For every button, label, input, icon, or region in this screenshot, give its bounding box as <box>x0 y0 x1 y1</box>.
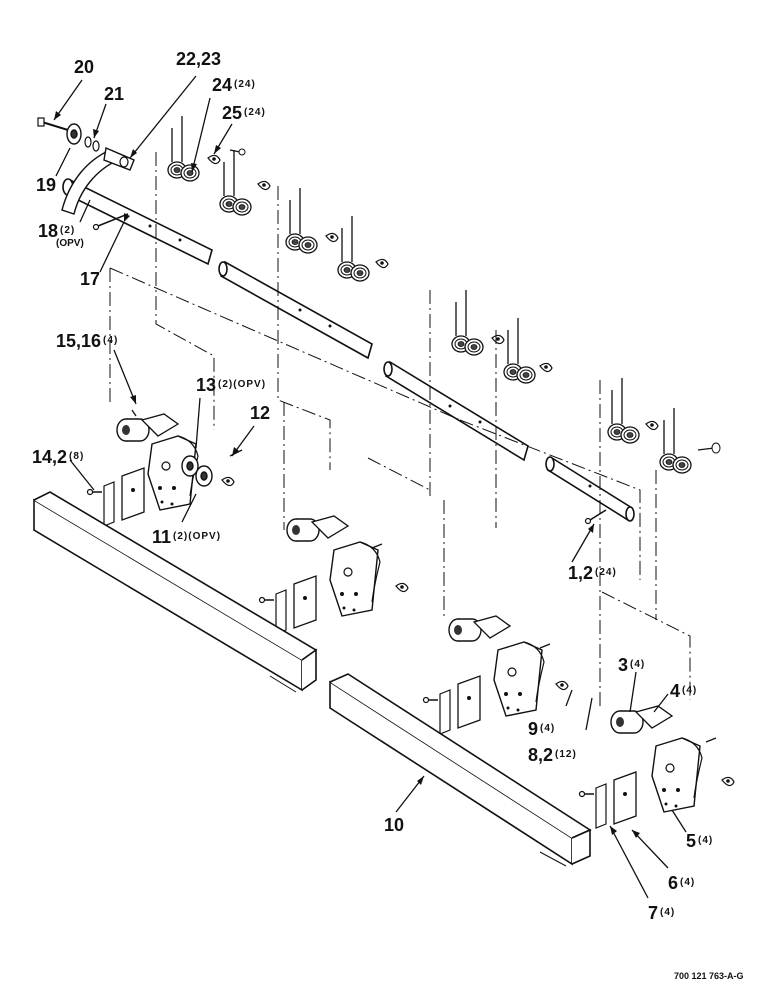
callout-19: 19 <box>36 175 57 195</box>
bolt-1-2 <box>584 509 607 525</box>
bracket-assembly-3 <box>422 615 569 735</box>
callout-10: 10 <box>384 815 405 835</box>
alignment-lines <box>109 152 691 710</box>
callout-13: 13(2)(OPV) <box>196 375 267 395</box>
callout-18: 18(2)(OPV) <box>38 221 84 249</box>
callout-4: 4(4) <box>670 681 698 701</box>
bracket-assembly-4 <box>578 705 735 829</box>
callout-12: 12 <box>250 403 271 423</box>
callout-14-2: 14,2(8) <box>32 447 85 467</box>
callout-22-23: 22,23 <box>176 49 222 69</box>
callout-8-2: 8,2(12) <box>528 745 577 765</box>
bolt-18 <box>92 213 129 231</box>
callout-21: 21 <box>104 84 125 104</box>
callout-15-16: 15,16(4) <box>56 331 119 351</box>
channel-beam-left <box>33 491 318 693</box>
bracket-assembly-1 <box>86 409 243 527</box>
callout-25: 25(24) <box>222 103 266 123</box>
callout-24: 24(24) <box>212 75 256 95</box>
spring-group-4 <box>607 377 721 474</box>
callout-17: 17 <box>80 269 101 289</box>
spring-group-3 <box>451 289 553 384</box>
callout-5: 5(4) <box>686 831 714 851</box>
spring-group-1 <box>167 115 271 216</box>
shaft-17 <box>62 178 635 522</box>
callout-20: 20 <box>74 57 95 77</box>
drawing-code: 700 121 763-A-G <box>674 971 744 981</box>
callout-7: 7(4) <box>648 903 676 923</box>
bearing-19 <box>66 123 82 145</box>
shaft-holes <box>148 224 592 488</box>
channel-beam-right <box>329 673 592 867</box>
callout-3: 3(4) <box>618 655 646 675</box>
spring-group-2 <box>285 187 389 282</box>
leader-arrowheads <box>54 111 640 838</box>
callout-1-2: 1,2(24) <box>568 563 617 583</box>
nut-22-23 <box>119 156 129 168</box>
bracket-assembly-2 <box>258 515 409 635</box>
bolt-20 <box>37 117 69 131</box>
washers-21 <box>84 136 100 152</box>
callout-11: 11(2)(OPV) <box>152 527 222 547</box>
callout-9: 9(4) <box>528 719 556 739</box>
callout-6: 6(4) <box>668 873 696 893</box>
